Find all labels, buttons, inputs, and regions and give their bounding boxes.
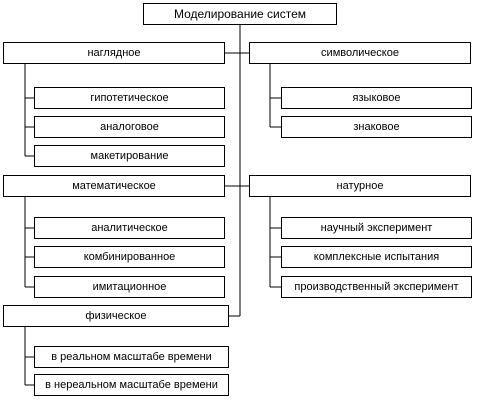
visual-child-mockup: макетирование: [34, 145, 225, 167]
branch-physical: физическое: [3, 305, 229, 327]
symbolic-child-language: языковое: [281, 87, 472, 109]
math-child-combined: комбинированное: [34, 246, 225, 268]
math-child-simulation: имитационное: [34, 276, 225, 298]
root-node: Моделирование систем: [143, 3, 337, 25]
branch-mathematical: математическое: [3, 175, 225, 197]
physical-child-realtime: в реальном масштабе времени: [34, 346, 229, 368]
math-child-analytical: аналитическое: [34, 217, 225, 239]
fullscale-child-complex: комплексные испытания: [281, 246, 472, 268]
symbolic-child-sign: знаковое: [281, 116, 472, 138]
branch-visual: наглядное: [3, 42, 225, 64]
visual-child-analog: аналоговое: [34, 116, 225, 138]
fullscale-child-production: производственный эксперимент: [281, 276, 472, 298]
branch-fullscale: натурное: [249, 175, 471, 197]
branch-symbolic: символическое: [249, 42, 471, 64]
fullscale-child-scientific: научный эксперимент: [281, 217, 472, 239]
visual-child-hypothetical: гипотетическое: [34, 87, 225, 109]
physical-child-nonrealtime: в нереальном масштабе времени: [34, 374, 229, 396]
